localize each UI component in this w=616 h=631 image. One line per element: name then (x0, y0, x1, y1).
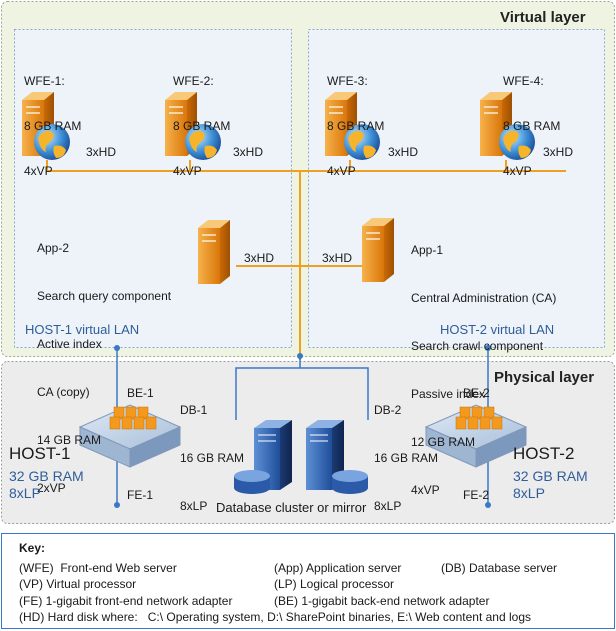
wfe-name: WFE-2: (173, 74, 214, 88)
db-2-name: DB-2 (374, 403, 402, 417)
wfe-4-hd: 3xHD (543, 145, 574, 159)
database-server-icon (306, 420, 344, 490)
be-2-label: BE-2 (463, 386, 490, 400)
key-db: (DB) Database server (441, 561, 558, 575)
app-2-line: Search query component (37, 289, 172, 303)
wfe-1-label: WFE-1: 8 GB RAM 4xVP (24, 44, 81, 194)
key-panel (1, 533, 615, 629)
host-2-lp: 8xLP (513, 485, 545, 501)
physical-host-icon (78, 404, 182, 468)
virtual-layer-title: Virtual layer (500, 9, 586, 26)
wfe-ram: 8 GB RAM (173, 119, 231, 133)
fe-2-label: FE-2 (463, 488, 490, 502)
app-1-line: Search crawl component (411, 339, 544, 353)
wfe-ram: 8 GB RAM (503, 119, 561, 133)
host-1-label: HOST-1 32 GB RAM 8xLP (9, 444, 84, 502)
wfe-2-hd: 3xHD (233, 145, 264, 159)
db-2-ram: 16 GB RAM (374, 451, 439, 465)
key-wfe: (WFE) Front-end Web server (19, 561, 177, 575)
back-end-network-lines (116, 348, 489, 505)
key-fe: (FE) 1-gigabit front-end network adapter (19, 594, 233, 608)
database-disk-icon (332, 470, 368, 494)
db-1-lp: 8xLP (180, 499, 208, 513)
host-2-label: HOST-2 32 GB RAM 8xLP (513, 444, 588, 502)
app-1-line: Passive index (411, 387, 486, 401)
app-1-line: 4xVP (411, 483, 440, 497)
host1-lan-label: HOST-1 virtual LAN (25, 322, 140, 337)
physical-host-icon (424, 404, 528, 468)
globe-icon (499, 124, 535, 160)
database-cluster-label: Database cluster or mirror (216, 500, 367, 515)
wfe-1-hd: 3xHD (86, 145, 117, 159)
key-title: Key: (19, 541, 46, 555)
host-2-name: HOST-2 (513, 444, 575, 463)
host2-lan-label: HOST-2 virtual LAN (440, 322, 555, 337)
key-app: (App) Application server (274, 561, 402, 575)
host-1-name: HOST-1 (9, 444, 71, 463)
host2-lan-panel (308, 29, 605, 348)
app-2-line: Active index (37, 337, 102, 351)
wfe-name: WFE-3: (327, 74, 368, 88)
database-disk-icon (234, 470, 270, 494)
host1-lan-panel (14, 29, 292, 348)
key-be: (BE) 1-gigabit back-end network adapter (274, 594, 490, 608)
wfe-ram: 8 GB RAM (327, 119, 385, 133)
network-endpoint-dots (114, 345, 491, 508)
app-2-label: App-2 Search query component Active inde… (37, 208, 171, 512)
db-1-name: DB-1 (180, 403, 208, 417)
key-hd: (HD) Hard disk where: C:\ Operating syst… (19, 610, 531, 624)
wfe-3-hd: 3xHD (388, 145, 419, 159)
wfe-4-label: WFE-4: 8 GB RAM 4xVP (503, 44, 560, 194)
key-lp: (LP) Logical processor (274, 577, 395, 591)
be-1-label: BE-1 (127, 386, 154, 400)
wfe-name: WFE-4: (503, 74, 544, 88)
app-2-line: CA (copy) (37, 385, 90, 399)
app-1-label: App-1 Central Administration (CA) Search… (411, 210, 556, 514)
db-1-label: DB-1 16 GB RAM 8xLP (180, 370, 244, 530)
db-2-label: DB-2 16 GB RAM 8xLP (374, 370, 438, 530)
server-icon (165, 92, 197, 156)
physical-layer-title: Physical layer (494, 369, 595, 386)
app-1-line: 12 GB RAM (411, 435, 476, 449)
wfe-name: WFE-1: (24, 74, 65, 88)
app-2-hd: 3xHD (244, 251, 275, 265)
app-2-line: App-2 (37, 241, 70, 255)
host-1-lp: 8xLP (9, 485, 41, 501)
wfe-vp: 4xVP (173, 164, 202, 178)
host-2-ram: 32 GB RAM (513, 468, 588, 484)
app-2-line: 14 GB RAM (37, 433, 102, 447)
app-1-line: App-1 (411, 243, 444, 257)
fe-1-label: FE-1 (127, 488, 154, 502)
server-icon (198, 220, 230, 284)
wfe-3-label: WFE-3: 8 GB RAM 4xVP (327, 44, 384, 194)
globe-icon (185, 124, 221, 160)
key-vp: (VP) Virtual processor (19, 577, 137, 591)
globe-icon (34, 124, 70, 160)
wfe-vp: 4xVP (24, 164, 53, 178)
wfe-vp: 4xVP (503, 164, 532, 178)
app-1-hd: 3xHD (322, 251, 353, 265)
app-2-line: 2xVP (37, 481, 66, 495)
server-icon (362, 218, 394, 282)
wfe-2-label: WFE-2: 8 GB RAM 4xVP (173, 44, 230, 194)
wfe-vp: 4xVP (327, 164, 356, 178)
db-1-ram: 16 GB RAM (180, 451, 245, 465)
host-1-ram: 32 GB RAM (9, 468, 84, 484)
wfe-ram: 8 GB RAM (24, 119, 82, 133)
db-2-lp: 8xLP (374, 499, 402, 513)
app-1-line: Central Administration (CA) (411, 291, 557, 305)
front-end-network-lines (46, 160, 566, 360)
globe-icon (344, 124, 380, 160)
